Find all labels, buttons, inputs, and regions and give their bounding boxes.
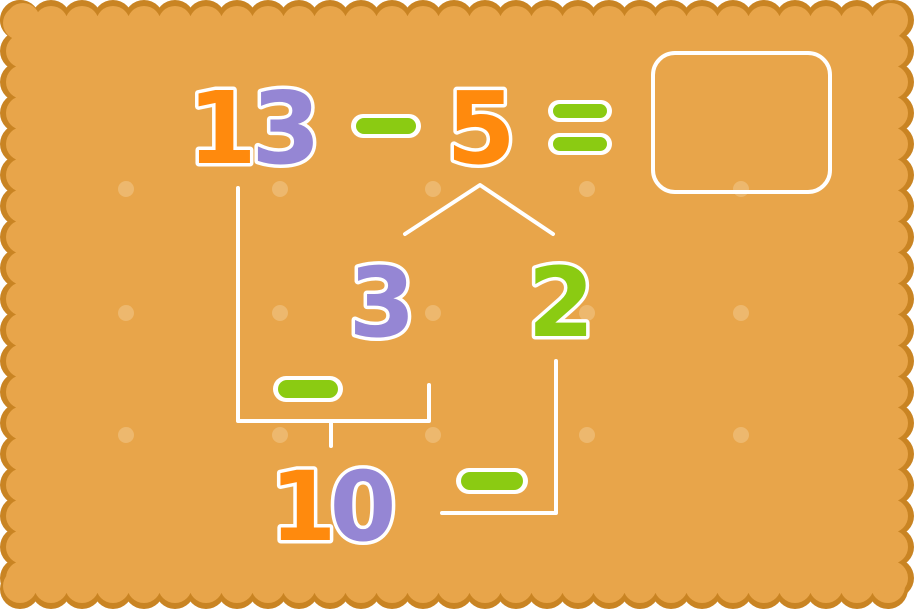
minuend-ones-digit: 3 — [251, 70, 321, 187]
minuend-tens-digit: 1 — [187, 70, 257, 187]
subtrahend-digit: 5 — [446, 70, 516, 187]
decomposed-part-right: 2 — [528, 247, 595, 359]
decomposed-part-left: 3 — [349, 247, 416, 359]
intermediate-tens-digit: 1 — [270, 451, 337, 563]
minus-sign: − — [351, 114, 421, 138]
step2-minus-sign: − — [456, 468, 528, 494]
step1-minus-sign: − — [273, 376, 343, 402]
intermediate-ones-digit: 0 — [330, 451, 397, 563]
